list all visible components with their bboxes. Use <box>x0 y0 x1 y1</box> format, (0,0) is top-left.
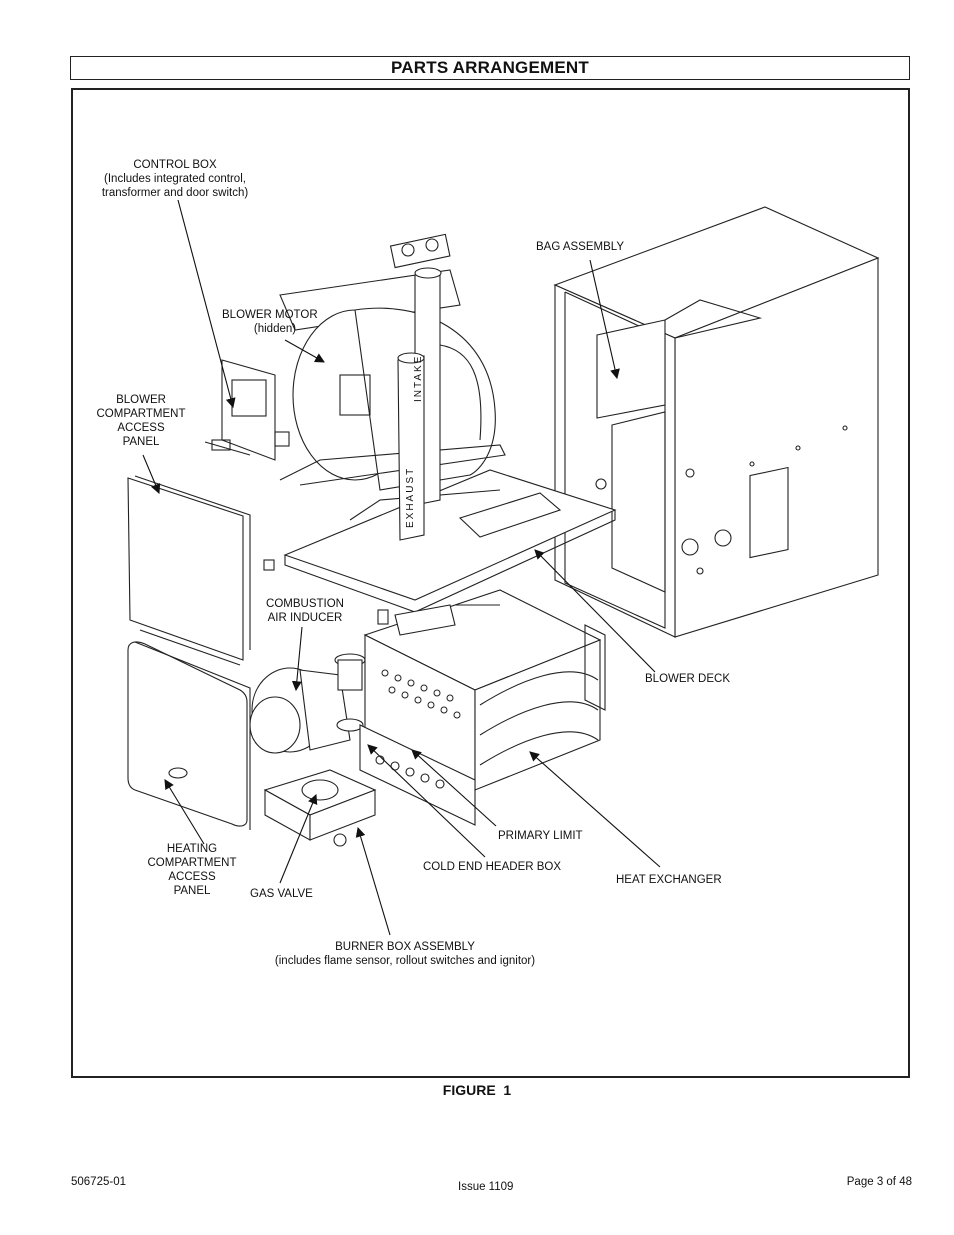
footer-page-number: Page 3 of 48 <box>846 1176 912 1188</box>
pipe-label-intake: INTAKE <box>413 354 424 402</box>
label-burner-box-assembly: BURNER BOX ASSEMBLY (includes flame sens… <box>274 941 536 967</box>
label-heat-exchanger: HEAT EXCHANGER <box>616 874 722 886</box>
footer-doc-number: 506725-01 <box>71 1176 126 1188</box>
label-blower-deck: BLOWER DECK <box>645 673 730 685</box>
figure-caption: FIGURE 1 <box>442 1082 512 1098</box>
label-blower-motor: BLOWER MOTOR (hidden) <box>222 309 318 335</box>
bag-assembly <box>596 299 763 419</box>
label-cold-end-header-box: COLD END HEADER BOX <box>423 861 562 873</box>
cabinet <box>553 206 880 638</box>
figure-frame <box>71 88 910 1078</box>
vent-pipes <box>389 233 451 541</box>
page-title: PARTS ARRANGEMENT <box>391 58 589 77</box>
heat-exchanger-shape <box>359 589 606 826</box>
inducer <box>249 653 366 754</box>
heating-panel <box>127 641 251 830</box>
control-box <box>204 359 290 461</box>
label-blower-compartment-access-panel: BLOWER COMPARTMENT ACCESS PANEL <box>96 394 186 448</box>
label-combustion-air-inducer: COMBUSTION AIR INDUCER <box>266 598 344 624</box>
title-box: PARTS ARRANGEMENT <box>70 56 910 80</box>
blower-panel <box>127 475 275 666</box>
pipe-label-exhaust: EXHAUST <box>405 466 416 528</box>
burner-box <box>263 769 377 847</box>
label-primary-limit: PRIMARY LIMIT <box>498 830 583 842</box>
footer-issue: Issue 1109 <box>458 1181 514 1193</box>
leader-lines <box>142 199 661 936</box>
label-heating-compartment-access-panel: HEATING COMPARTMENT ACCESS PANEL <box>147 843 237 897</box>
label-bag-assembly: BAG ASSEMBLY <box>536 241 624 253</box>
label-control-box: CONTROL BOX (Includes integrated control… <box>101 159 249 199</box>
label-gas-valve: GAS VALVE <box>250 888 313 900</box>
